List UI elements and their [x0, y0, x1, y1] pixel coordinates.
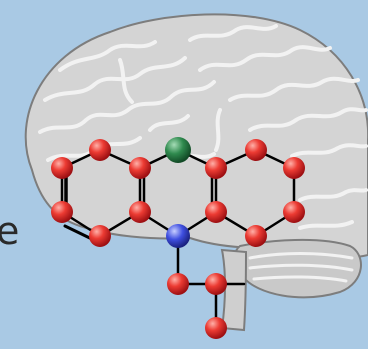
carbon-atom — [167, 273, 189, 295]
carbon-atom — [129, 201, 151, 223]
carbon-atom — [51, 201, 73, 223]
brain-illustration — [24, 13, 368, 332]
carbon-atom — [245, 139, 267, 161]
carbon-atom — [245, 225, 267, 247]
carbon-atom — [89, 139, 111, 161]
carbon-atom — [205, 317, 227, 339]
carbon-atom — [129, 157, 151, 179]
brain-cerebrum — [24, 13, 368, 259]
carbon-atom — [283, 201, 305, 223]
brain-folds — [38, 24, 368, 230]
carbon-atom — [51, 157, 73, 179]
carbon-atom — [283, 157, 305, 179]
carbon-atom — [89, 225, 111, 247]
cerebellum-folds — [248, 252, 354, 283]
nitrogen-atom — [166, 224, 190, 248]
cropped-edge-text: e — [0, 209, 20, 253]
molecule-atoms — [51, 137, 305, 339]
carbon-atom — [205, 273, 227, 295]
sulfur-atom — [165, 137, 191, 163]
carbon-atom — [205, 157, 227, 179]
carbon-atom — [205, 201, 227, 223]
brain-stem — [220, 248, 248, 332]
